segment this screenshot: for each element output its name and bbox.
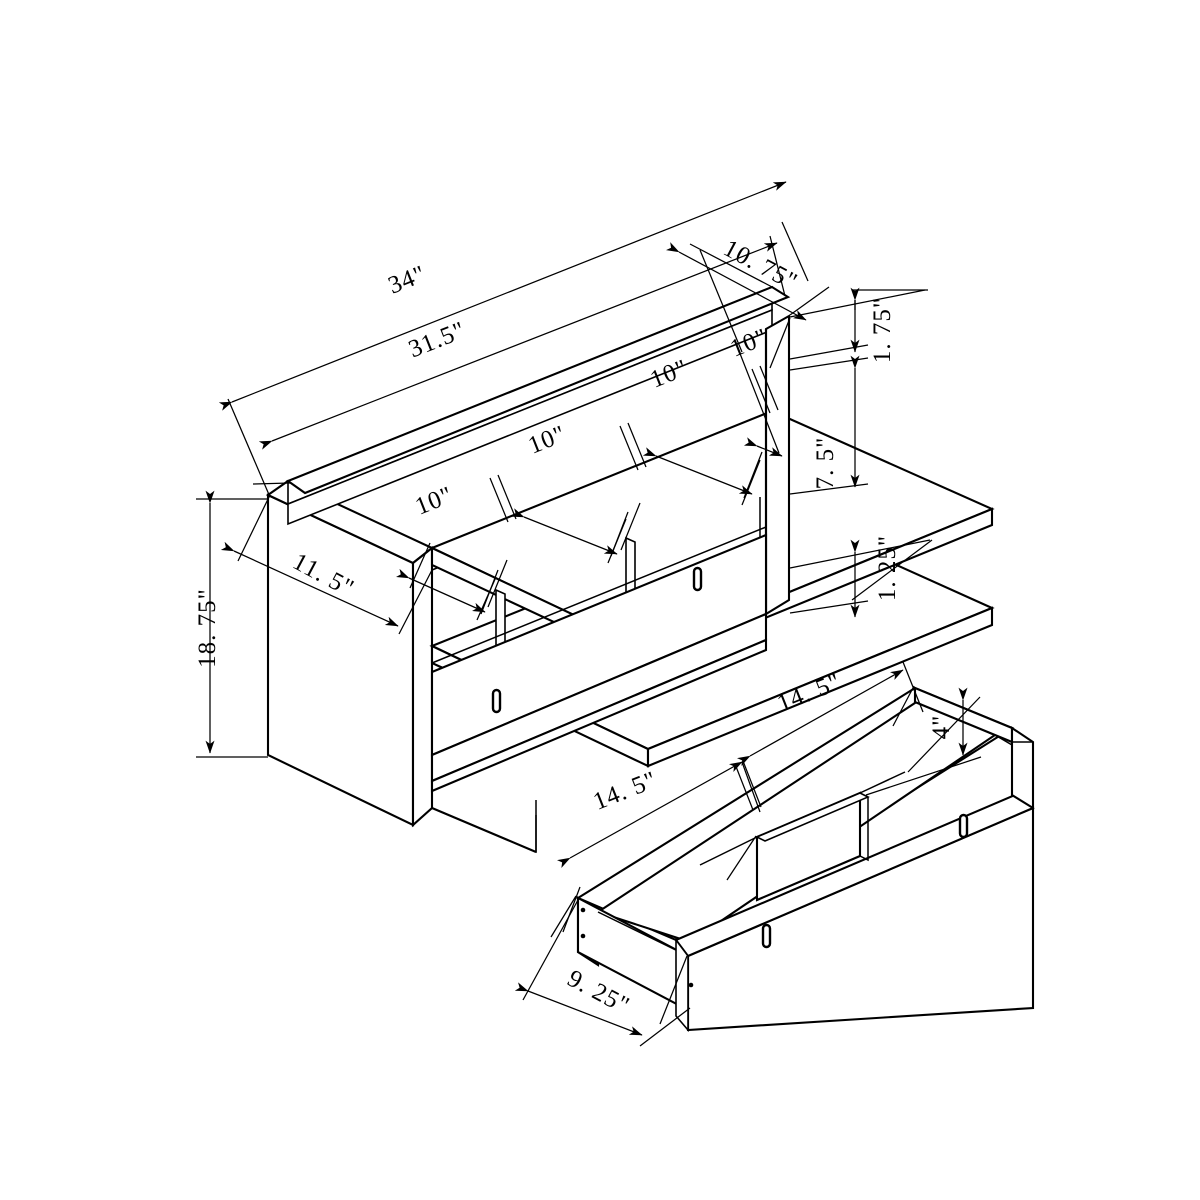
- bench-right-side-panel: [764, 314, 791, 616]
- dim-drawer-depth-9-25: [514, 899, 691, 1047]
- dim-top-rail-1-75: [789, 287, 926, 360]
- dim-label-drawer-left: 14. 5": [589, 766, 661, 815]
- bench-front-bottom-face: [430, 638, 768, 793]
- bench-left-side-panel: [265, 479, 434, 828]
- dim-cubby-d-10: [738, 317, 791, 499]
- dim-label-1-75: 1. 75": [869, 297, 896, 363]
- bench-drawer-finger-slot: [491, 688, 502, 714]
- dim-label-1-25: 1. 25": [874, 535, 901, 601]
- dim-depth-10-75: [665, 242, 830, 321]
- dim-cubby-c-10: [610, 447, 761, 557]
- dim-cubby-height-7-5: [789, 355, 869, 495]
- dim-label-7-5: 7. 5": [812, 437, 839, 490]
- dim-drawer-left-14-5: [550, 761, 761, 938]
- dim-label-18-75: 18. 75": [194, 588, 221, 668]
- dim-bottom-rail-1-25: [789, 539, 931, 618]
- dim-label-drawer-4: 4": [928, 715, 955, 740]
- drawer-front-finger-slot: [761, 923, 772, 949]
- dim-label-31-5: 31.5": [405, 317, 470, 364]
- dim-label-34: 34": [385, 260, 430, 299]
- dim-drawer-right-14-5: [736, 661, 924, 766]
- bench-cubby-finger-slot: [692, 566, 703, 592]
- dim-label-cubby-1: 10": [412, 481, 457, 520]
- drawer-dowel-hole: [688, 982, 694, 988]
- drawer-dowel-hole: [580, 907, 586, 913]
- dim-overall-height-18-75: [196, 490, 268, 758]
- drawer-view: [575, 686, 1035, 1033]
- drawer-back-finger-slot: [958, 813, 969, 839]
- drawer-dowel-hole: [580, 933, 586, 939]
- dim-drawer-left-14-5-chain: [734, 760, 762, 811]
- dim-drawer-divider-4: [865, 687, 982, 796]
